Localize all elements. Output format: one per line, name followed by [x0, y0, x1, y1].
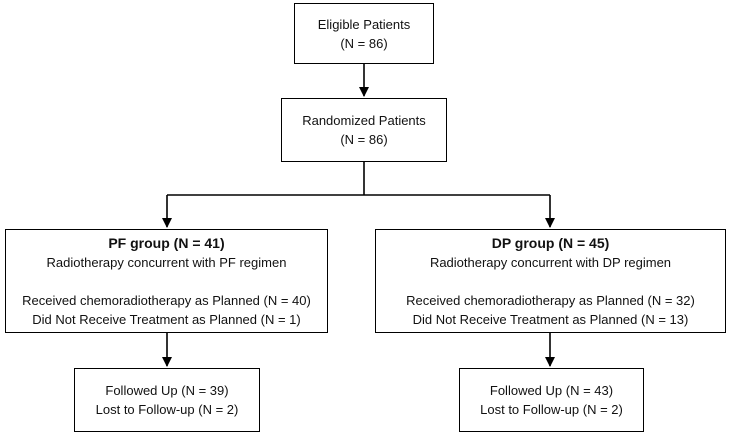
pf-group-title: PF group (N = 41)	[108, 234, 225, 251]
dp-followup-lost: Lost to Follow-up (N = 2)	[480, 402, 623, 417]
dp-followup-followed: Followed Up (N = 43)	[489, 383, 614, 398]
node-randomized-count: (N = 86)	[340, 132, 388, 147]
pf-followup-followed: Followed Up (N = 39)	[105, 383, 229, 398]
pf-followup-lost: Lost to Follow-up (N = 2)	[95, 402, 239, 417]
node-randomized-label: Randomized Patients	[302, 113, 426, 128]
dp-group-received: Received chemoradiotherapy as Planned (N…	[406, 292, 695, 308]
node-eligible-label: Eligible Patients	[317, 16, 411, 32]
dp-group-title: DP group (N = 45)	[491, 234, 610, 251]
node-eligible-patients: Eligible Patients (N = 86)	[294, 3, 434, 64]
dp-group-not-received: Did Not Receive Treatment as Planned (N …	[412, 311, 689, 327]
pf-group-received: Received chemoradiotherapy as Planned (N…	[22, 292, 311, 308]
node-pf-group: PF group (N = 41) Radiotherapy concurren…	[5, 229, 328, 333]
pf-group-subtitle: Radiotherapy concurrent with PF regimen	[46, 254, 287, 270]
node-dp-group: DP group (N = 45) Radiotherapy concurren…	[375, 229, 726, 333]
node-randomized-patients: Randomized Patients (N = 86)	[281, 98, 447, 162]
node-eligible-count: (N = 86)	[340, 35, 388, 51]
dp-group-subtitle: Radiotherapy concurrent with DP regimen	[429, 254, 672, 270]
node-pf-followup: Followed Up (N = 39) Lost to Follow-up (…	[74, 368, 260, 432]
node-dp-followup: Followed Up (N = 43) Lost to Follow-up (…	[459, 368, 644, 432]
pf-group-not-received: Did Not Receive Treatment as Planned (N …	[32, 311, 301, 327]
